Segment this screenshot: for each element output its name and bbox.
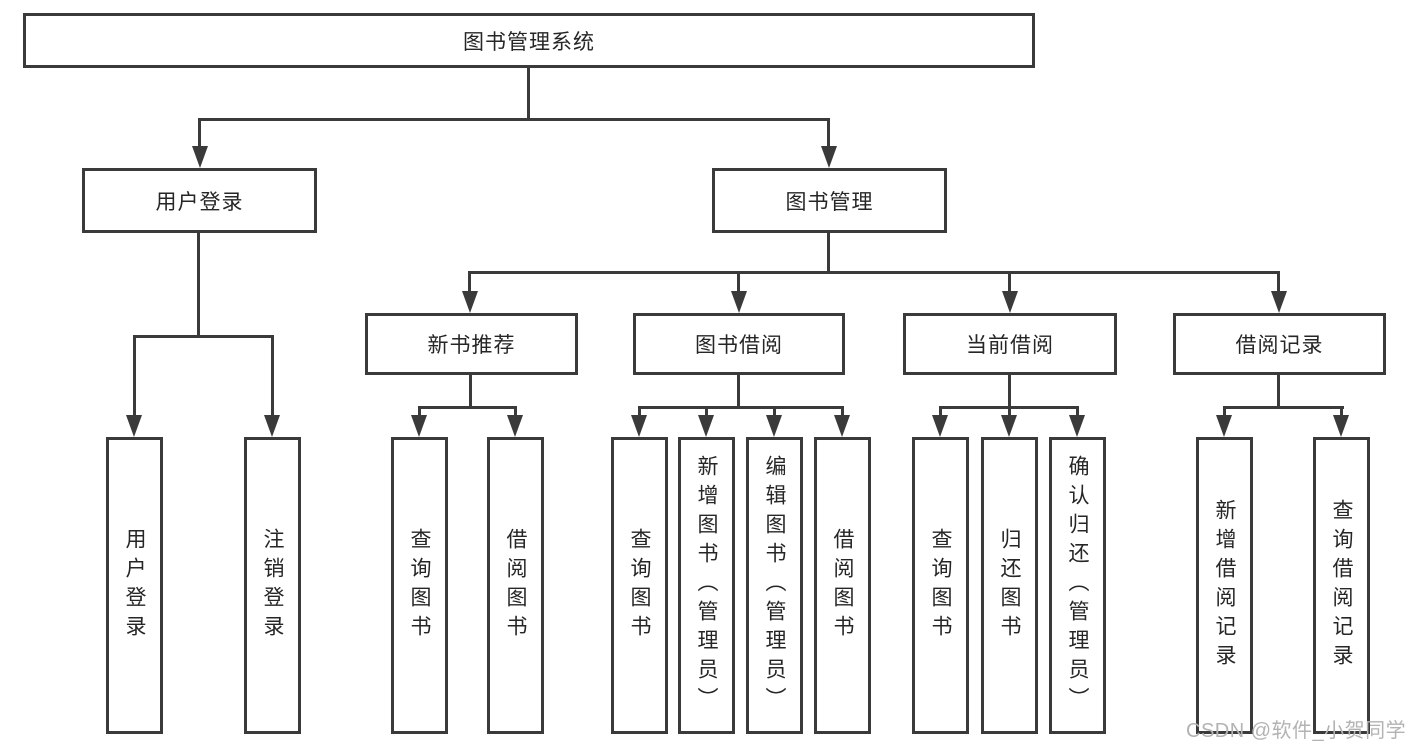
leaf-nb-query-books: 查询图书 [391, 437, 448, 734]
node-label: 注销登录 [261, 527, 284, 644]
connector-line [198, 118, 830, 121]
node-new-book-recommend: 新书推荐 [365, 313, 578, 375]
leaf-bb-borrow-books: 借阅图书 [814, 437, 871, 734]
connector-line [271, 335, 274, 417]
connector-line [939, 406, 942, 417]
node-label: 确认归还（管理员） [1066, 455, 1089, 716]
connector-line [1340, 406, 1343, 417]
connector-line [638, 406, 844, 409]
arrow-down-icon [821, 146, 837, 168]
arrow-down-icon [1333, 415, 1349, 437]
connector-line [133, 335, 274, 338]
node-label: 查询图书 [628, 527, 651, 644]
arrow-down-icon [834, 415, 850, 437]
node-label: 新增图书（管理员） [695, 455, 718, 716]
node-label: 图书管理 [785, 190, 874, 214]
arrow-down-icon [264, 415, 280, 437]
node-label: 借阅记录 [1235, 334, 1324, 357]
connector-line [1008, 375, 1011, 409]
connector-line [1223, 406, 1226, 417]
connector-line [773, 406, 776, 417]
leaf-nb-borrow-books: 借阅图书 [487, 437, 544, 734]
connector-line [1076, 406, 1079, 417]
connector-line [527, 68, 530, 121]
watermark-text: CSDN @软件_小贺同学 [1186, 720, 1405, 742]
node-book-borrow: 图书借阅 [633, 313, 845, 375]
node-label: 图书借阅 [695, 334, 783, 357]
connector-line [418, 406, 517, 409]
arrow-down-icon [1002, 291, 1018, 313]
arrow-down-icon [1271, 291, 1287, 313]
arrow-down-icon [411, 415, 427, 437]
connector-line [827, 233, 830, 274]
arrow-down-icon [1069, 415, 1085, 437]
node-label: 新书推荐 [427, 334, 516, 357]
connector-line [468, 271, 471, 294]
arrow-down-icon [631, 415, 647, 437]
arrow-down-icon [507, 415, 523, 437]
connector-line [1008, 406, 1011, 417]
node-book-management: 图书管理 [712, 168, 947, 233]
arrow-down-icon [126, 415, 142, 437]
connector-line [705, 406, 708, 417]
connector-line [514, 406, 517, 417]
leaf-cb-return-books: 归还图书 [981, 437, 1038, 734]
arrow-down-icon [932, 415, 948, 437]
node-label: 查询图书 [929, 527, 952, 644]
node-label: 当前借阅 [966, 334, 1054, 357]
arrow-down-icon [731, 291, 747, 313]
node-label: 归还图书 [998, 527, 1021, 644]
connector-line [1008, 271, 1011, 294]
node-label: 新增借阅记录 [1213, 498, 1236, 673]
node-user-login: 用户登录 [82, 168, 317, 233]
arrow-down-icon [1216, 415, 1232, 437]
leaf-br-query-record: 查询借阅记录 [1313, 437, 1370, 734]
arrow-down-icon [766, 415, 782, 437]
leaf-bb-edit-books-admin: 编辑图书（管理员） [746, 437, 803, 734]
leaf-user-login: 用户登录 [106, 437, 163, 734]
node-book-system: 图书管理系统 [23, 13, 1035, 68]
connector-line [418, 406, 421, 417]
node-label: 用户登录 [155, 190, 244, 214]
connector-line [841, 406, 844, 417]
connector-line [133, 335, 136, 417]
connector-line [198, 118, 201, 147]
node-label: 借阅图书 [831, 527, 854, 644]
leaf-br-add-record: 新增借阅记录 [1196, 437, 1253, 734]
connector-line [638, 406, 641, 417]
connector-line [827, 118, 830, 147]
node-label: 查询借阅记录 [1330, 498, 1353, 673]
leaf-logout: 注销登录 [244, 437, 301, 734]
connector-line [469, 375, 472, 409]
arrow-down-icon [698, 415, 714, 437]
leaf-cb-query-books: 查询图书 [912, 437, 969, 734]
connector-line [1277, 375, 1280, 409]
node-borrow-records: 借阅记录 [1173, 313, 1386, 375]
connector-line [737, 375, 740, 409]
connector-line [1223, 406, 1344, 409]
connector-line [737, 271, 740, 294]
leaf-bb-query-books: 查询图书 [611, 437, 668, 734]
connector-line [197, 233, 200, 337]
arrow-down-icon [192, 146, 208, 168]
node-label: 借阅图书 [504, 527, 527, 644]
node-label: 编辑图书（管理员） [763, 455, 786, 716]
connector-line [469, 271, 1280, 274]
leaf-cb-confirm-return-admin: 确认归还（管理员） [1049, 437, 1106, 734]
node-current-borrow: 当前借阅 [903, 313, 1117, 375]
node-label: 用户登录 [123, 527, 146, 644]
node-label: 查询图书 [408, 527, 431, 644]
connector-line [1277, 271, 1280, 294]
leaf-bb-add-books-admin: 新增图书（管理员） [678, 437, 735, 734]
arrow-down-icon [1001, 415, 1017, 437]
arrow-down-icon [462, 291, 478, 313]
node-label: 图书管理系统 [463, 30, 595, 54]
